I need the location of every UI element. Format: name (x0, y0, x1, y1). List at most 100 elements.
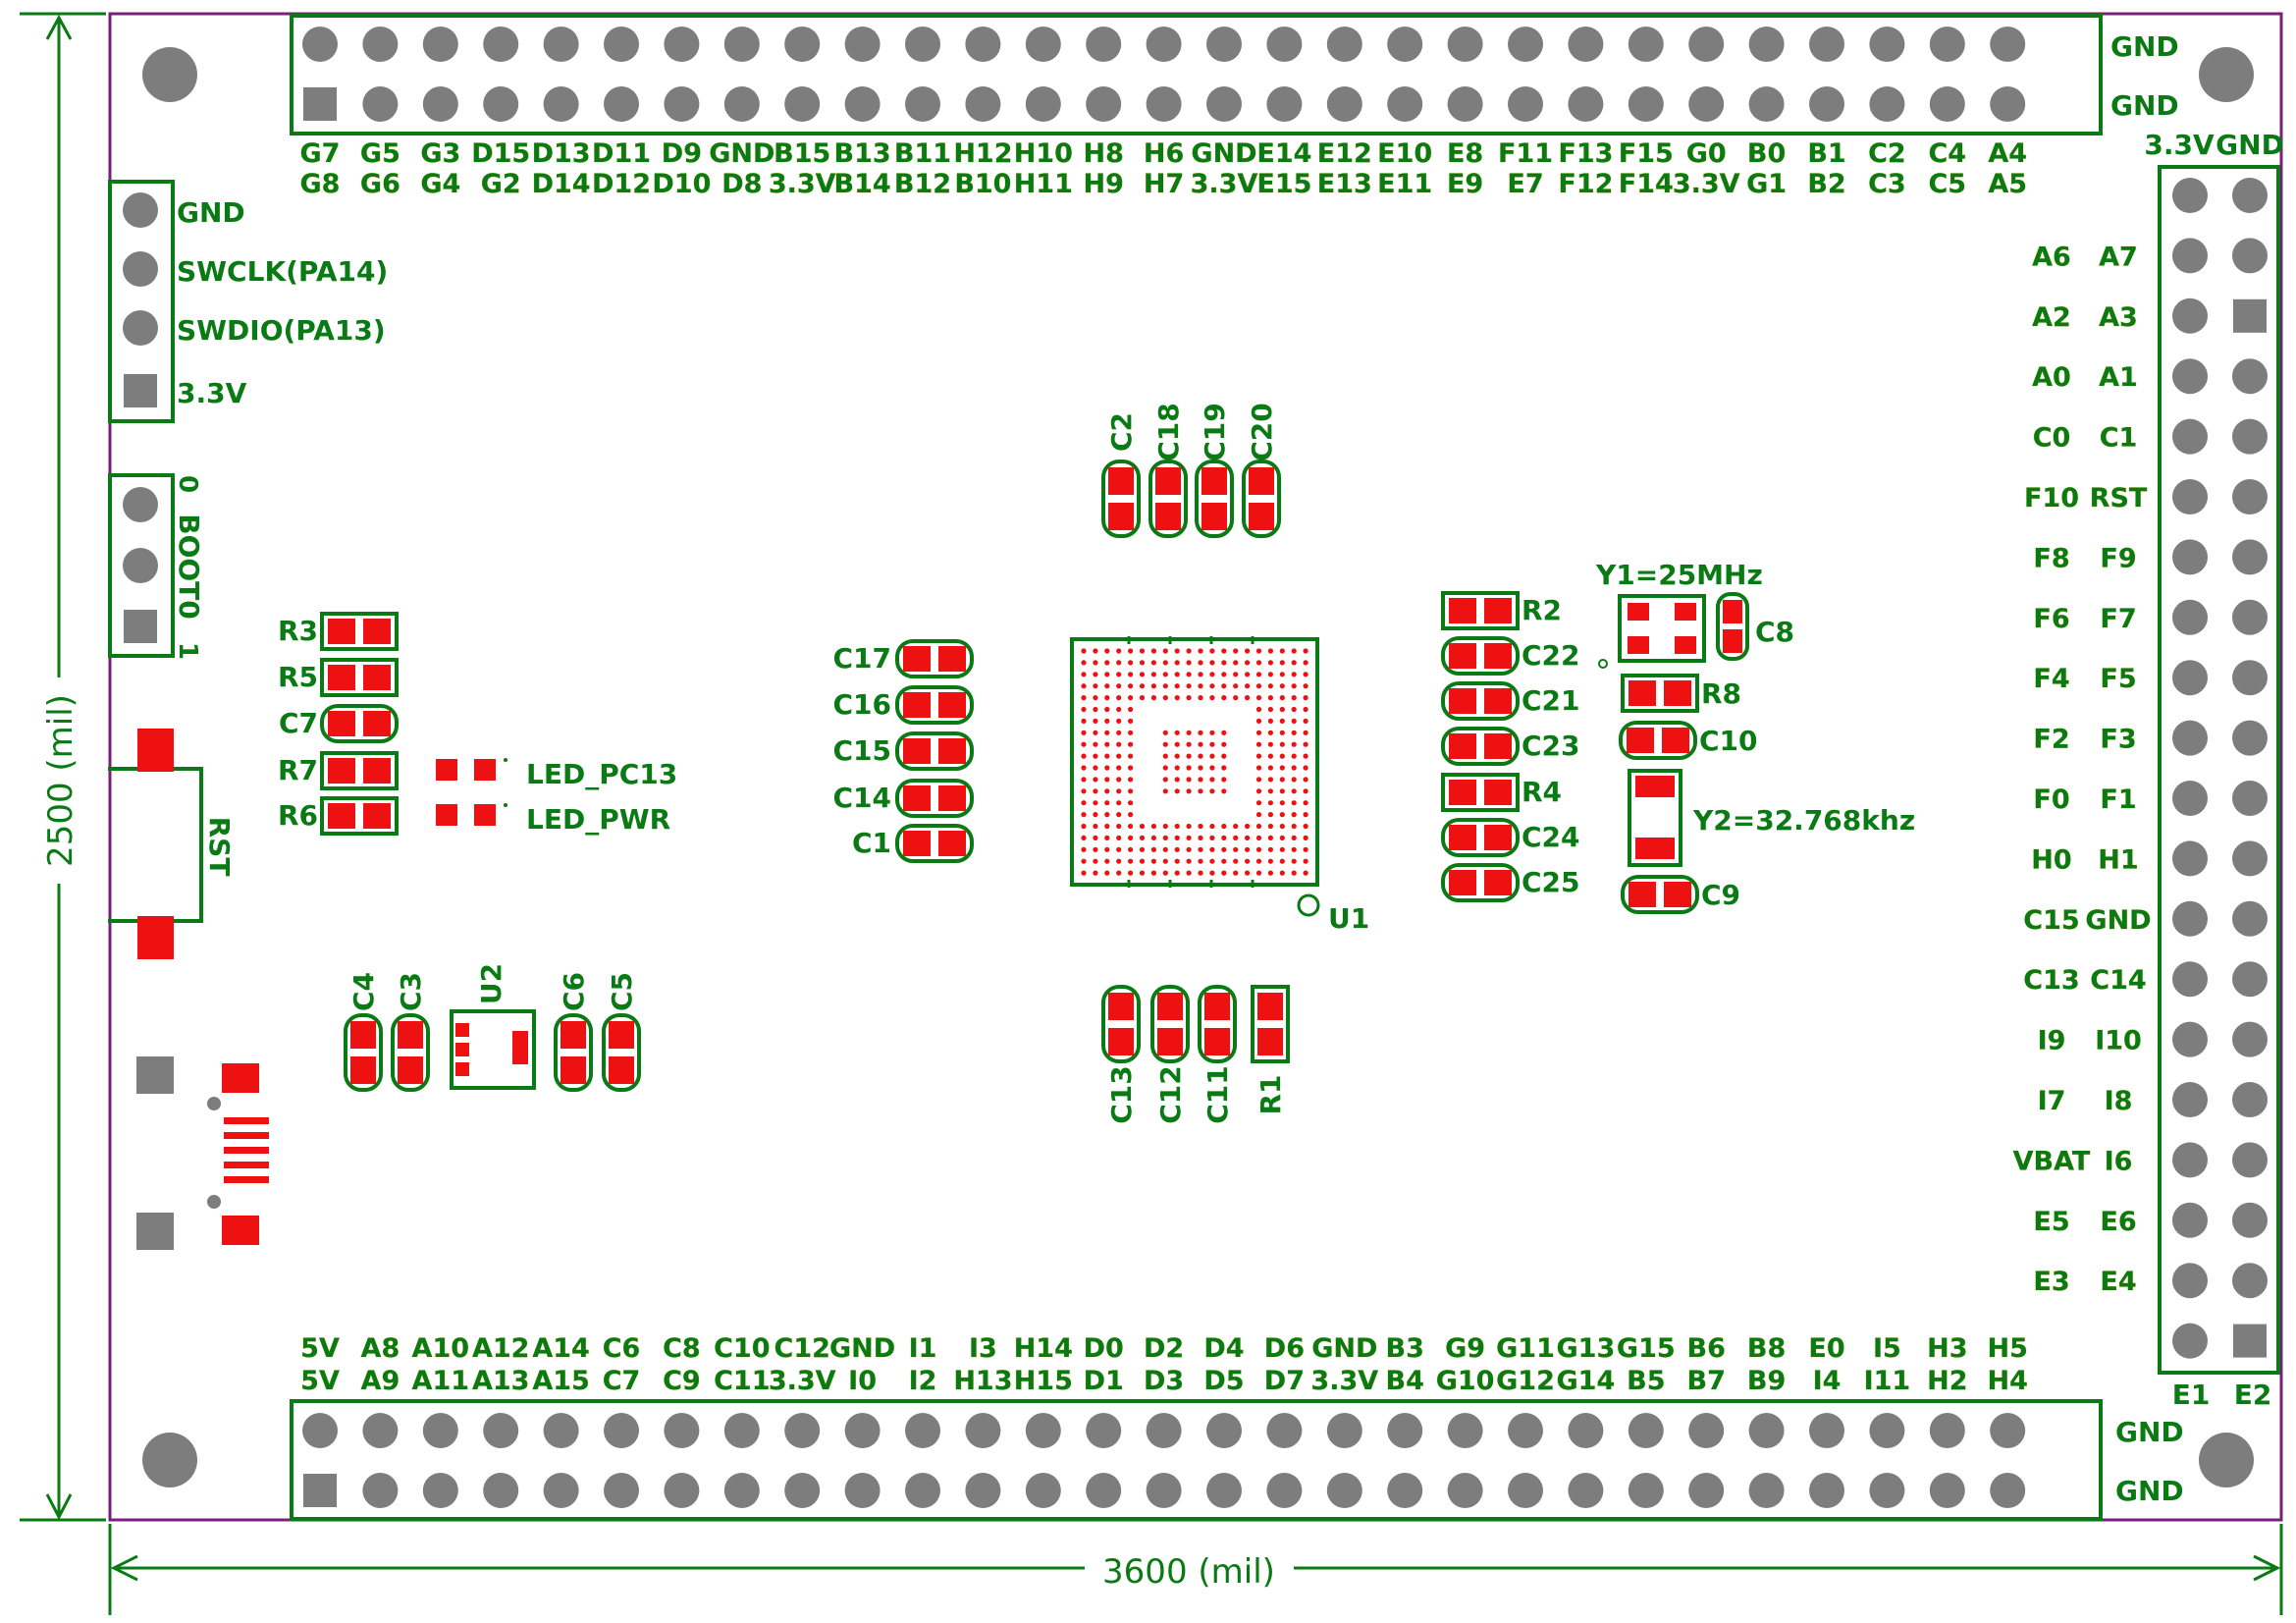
bga-ball (1186, 741, 1192, 747)
bga-ball (1291, 777, 1297, 783)
pin-hole (664, 27, 700, 62)
bga-ball (1174, 858, 1180, 864)
header-right-pin-label: F8 (2033, 543, 2069, 573)
bga-ball (1093, 846, 1098, 852)
bga-ball (1128, 706, 1134, 713)
bga-ball (1128, 788, 1134, 794)
bga-ball (1186, 695, 1192, 701)
header-bottom-pin-label: B5 (1627, 1366, 1665, 1396)
bga-ball (1209, 648, 1215, 654)
header-top-pin-label: E7 (1507, 169, 1543, 199)
bga-ball (1174, 823, 1180, 830)
pin-hole (123, 251, 158, 287)
capacitor-label: C1 (852, 827, 891, 859)
bga-ball (1279, 765, 1285, 771)
bga-ball (1267, 730, 1273, 735)
bga-ball (1093, 672, 1098, 677)
passive-label: R5 (278, 661, 318, 693)
pin-hole (1990, 1473, 2026, 1508)
bga-ball (1128, 858, 1134, 864)
bga-ball (1139, 835, 1146, 841)
pin-square (124, 610, 157, 643)
pin-hole (362, 1413, 399, 1448)
bga-ball (1209, 753, 1215, 759)
part-label: C11 (1201, 1065, 1234, 1124)
header-right-pin-label: F0 (2033, 784, 2069, 815)
bga-ball (1081, 835, 1087, 841)
bga-ball (1081, 823, 1087, 830)
bga-ball (1279, 730, 1285, 735)
header-bottom-pin-label: I5 (1873, 1333, 1901, 1364)
bga-ball (1150, 683, 1156, 689)
bga-ball (1291, 846, 1297, 852)
bga-ball (1198, 672, 1203, 677)
bga-ball (1233, 660, 1239, 666)
pin-hole (1688, 86, 1725, 122)
header-top-pin-label: G8 (300, 169, 341, 199)
bga-ball (1104, 753, 1110, 759)
bga-ball (1116, 788, 1122, 794)
swd-label: GND (177, 196, 245, 229)
part-label: R1 (1255, 1074, 1287, 1114)
bga-ball (1267, 823, 1273, 830)
header-bottom-pin-label: G9 (1445, 1333, 1485, 1364)
bga-ball (1221, 870, 1227, 876)
header-top-pin-label: G6 (360, 169, 400, 199)
boot-low-label: 1 (173, 642, 202, 660)
bga-ball (1116, 846, 1122, 852)
pin-hole (844, 1473, 881, 1508)
led-pad (474, 759, 496, 781)
bga-ball (1162, 870, 1168, 876)
header-top-pin-label: F13 (1558, 138, 1613, 169)
bga-ball (1139, 683, 1146, 689)
header-top-pin-label: E15 (1256, 169, 1311, 199)
crystal-y2-label: Y2=32.768khz (1692, 804, 1915, 837)
bga-ball (1303, 648, 1308, 654)
pin-hole (965, 27, 1001, 62)
header-top-pin-label: D11 (592, 138, 651, 169)
bga-ball (1186, 870, 1192, 876)
header-top-pin-label: A4 (1988, 138, 2027, 169)
header-bottom-pin-label: D2 (1144, 1333, 1184, 1364)
bga-ball (1128, 753, 1134, 759)
pin-hole (1326, 27, 1362, 62)
bga-ball (1209, 741, 1215, 747)
pin-hole (2172, 961, 2208, 998)
bga-ball (1093, 870, 1098, 876)
header-top-pin-label: G2 (481, 169, 521, 199)
pin-hole (664, 1473, 700, 1508)
pin-hole (2172, 1323, 2208, 1359)
mounting-hole (142, 1433, 197, 1488)
pin-hole (965, 1413, 1001, 1448)
header-bottom-pin-label: C12 (774, 1333, 830, 1364)
bga-ball (1104, 777, 1110, 783)
header-right-pin-label: F3 (2100, 725, 2136, 755)
bga-ball (1255, 788, 1262, 794)
bga-ball (1291, 858, 1297, 864)
bga-ball (1162, 660, 1168, 666)
bga-ball (1104, 660, 1110, 666)
bga-ball (1303, 753, 1308, 759)
header-top-side-label: GND (2110, 89, 2179, 122)
header-bottom-pin-label: C6 (603, 1333, 641, 1364)
pin-hole (1508, 1473, 1543, 1508)
bga-ball (1221, 788, 1227, 794)
bga-ball (1128, 765, 1134, 771)
bga-ball (1116, 858, 1122, 864)
pin-hole (362, 27, 399, 62)
header-top-pin-label: E11 (1377, 169, 1432, 199)
header-top-pin-label: G3 (420, 138, 460, 169)
pin-hole (1447, 1473, 1483, 1508)
part-c11 (1198, 985, 1237, 1063)
header-top-pin-label: G5 (360, 138, 400, 169)
header-right-pin-label: F2 (2033, 725, 2069, 755)
pin-hole (2232, 900, 2268, 937)
crystal-y2-cap-label: C9 (1701, 879, 1740, 911)
mounting-hole (142, 47, 197, 102)
bga-ball (1093, 777, 1098, 783)
bga-ball (1221, 823, 1227, 830)
bga-ball (1279, 823, 1285, 830)
bga-ball (1233, 870, 1239, 876)
part-r4 (1441, 773, 1520, 812)
